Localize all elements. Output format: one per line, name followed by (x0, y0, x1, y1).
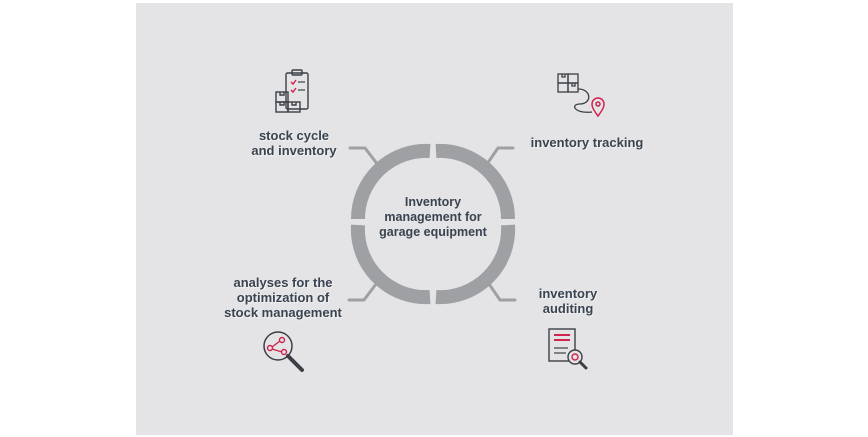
clipboard-boxes-icon (275, 69, 309, 113)
document-magnifier-icon (548, 328, 588, 370)
node-label-line: and inventory (251, 143, 337, 158)
box-route-location-icon (557, 73, 605, 118)
node-label-line: stock management (224, 305, 342, 320)
ring-segment-top-right (435, 143, 516, 220)
connector-top-right (485, 146, 515, 166)
node-label-line: inventory (538, 286, 598, 301)
ring-segment-bottom-right (435, 224, 516, 305)
center-title-line: management for (384, 210, 482, 224)
node-label-line: inventory tracking (530, 135, 644, 150)
node-label-line: optimization of (236, 290, 330, 305)
connector-bottom-left (347, 282, 378, 302)
node-label-line: stock cycle (258, 128, 330, 143)
node-label-inventory-tracking: inventory tracking (522, 135, 652, 150)
node-label-inventory-auditing: inventory auditing (520, 286, 616, 316)
node-label-line: analyses for the (233, 275, 333, 290)
node-label-analyses: analyses for the optimization of stock m… (213, 275, 353, 320)
center-title-line: Inventory (404, 195, 462, 209)
node-label-line: auditing (542, 301, 594, 316)
ring-segment-bottom-left (350, 224, 431, 305)
connector-bottom-right (487, 282, 517, 302)
center-title: Inventory management for garage equipmen… (368, 195, 498, 240)
node-label-stock-cycle: stock cycle and inventory (232, 128, 356, 158)
connector-top-left (348, 146, 380, 167)
center-title-line: garage equipment (379, 225, 487, 239)
ring-segment-top-left (350, 143, 431, 220)
diagram-panel (136, 3, 733, 435)
magnifier-network-icon (263, 331, 304, 372)
